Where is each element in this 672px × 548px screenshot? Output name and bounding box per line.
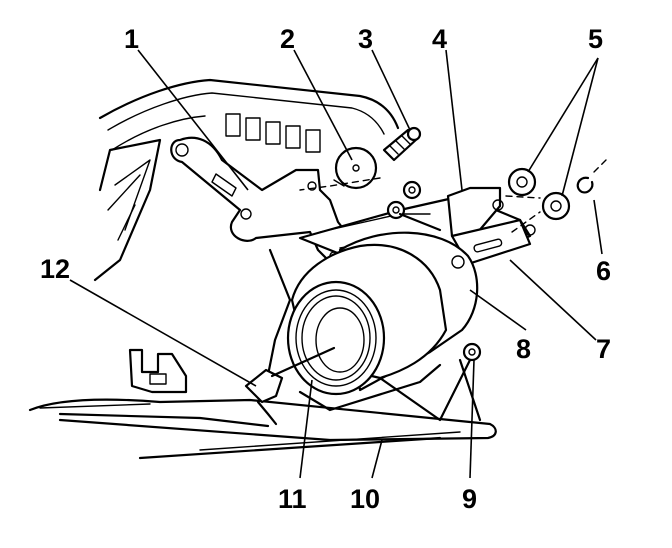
callout-3: 3 — [358, 24, 373, 54]
electrical-connector — [58, 346, 336, 428]
callout-6: 6 — [596, 256, 611, 286]
callout-labels: 1 2 3 4 5 6 7 8 9 10 11 12 — [40, 24, 611, 514]
adjustment-knob — [333, 146, 378, 190]
washer-upper — [507, 167, 537, 197]
callout-12: 12 — [40, 254, 70, 284]
dashed-guides — [299, 159, 607, 233]
washer-lower — [541, 191, 571, 221]
callout-8: 8 — [516, 334, 531, 364]
base-plate — [28, 398, 497, 460]
e-clip — [576, 176, 594, 194]
hex-nut — [462, 342, 482, 362]
callout-2: 2 — [280, 24, 295, 54]
callout-1: 1 — [124, 24, 139, 54]
leader-lines — [69, 49, 603, 479]
callout-4: 4 — [432, 24, 447, 54]
actuator-motor — [263, 231, 482, 422]
callout-7: 7 — [596, 334, 611, 364]
callout-10: 10 — [350, 484, 380, 514]
retaining-clip — [128, 348, 188, 394]
upper-housing — [93, 78, 400, 282]
callout-9: 9 — [462, 484, 477, 514]
screw — [382, 126, 422, 162]
callout-5: 5 — [588, 24, 603, 54]
callout-11: 11 — [278, 484, 307, 514]
